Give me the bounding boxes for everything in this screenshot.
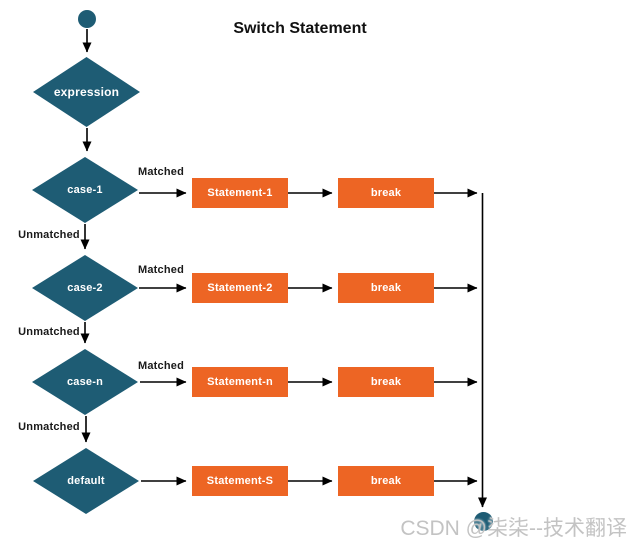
process-break-1-label: break	[370, 187, 402, 199]
decision-case-1-label: case-1	[67, 184, 103, 196]
watermark-text: CSDN @柒柒--技术翻译	[400, 517, 627, 540]
decision-default-label: default	[67, 475, 105, 487]
start-node	[78, 10, 96, 28]
end-node	[474, 512, 493, 531]
process-statement-n: Statement-n	[192, 367, 288, 397]
process-break-2-label: break	[370, 282, 402, 294]
decision-case-n-label: case-n	[66, 376, 104, 388]
process-statement-1: Statement-1	[192, 178, 288, 208]
edge-label-matched-2: Matched	[137, 264, 185, 276]
process-break-4: break	[338, 466, 434, 496]
process-statement-n-label: Statement-n	[207, 376, 273, 388]
process-break-4-label: break	[370, 475, 402, 487]
process-statement-2-label: Statement-2	[207, 282, 273, 294]
process-statement-2: Statement-2	[192, 273, 288, 303]
decision-expression-label: expression	[53, 85, 120, 99]
decision-case-2-label: case-2	[67, 282, 103, 294]
process-break-3-label: break	[370, 376, 402, 388]
edge-label-matched-1: Matched	[137, 166, 185, 178]
process-break-1: break	[338, 178, 434, 208]
process-break-2: break	[338, 273, 434, 303]
diagram-title: Switch Statement	[233, 20, 367, 37]
edge-label-unmatched-3: Unmatched	[18, 421, 80, 433]
process-statement-s: Statement-S	[192, 466, 288, 496]
edge-label-unmatched-2: Unmatched	[18, 326, 80, 338]
process-break-3: break	[338, 367, 434, 397]
process-statement-s-label: Statement-S	[206, 475, 274, 487]
edge-label-matched-3: Matched	[137, 360, 185, 372]
process-statement-1-label: Statement-1	[207, 187, 273, 199]
edge-label-unmatched-1: Unmatched	[18, 229, 80, 241]
